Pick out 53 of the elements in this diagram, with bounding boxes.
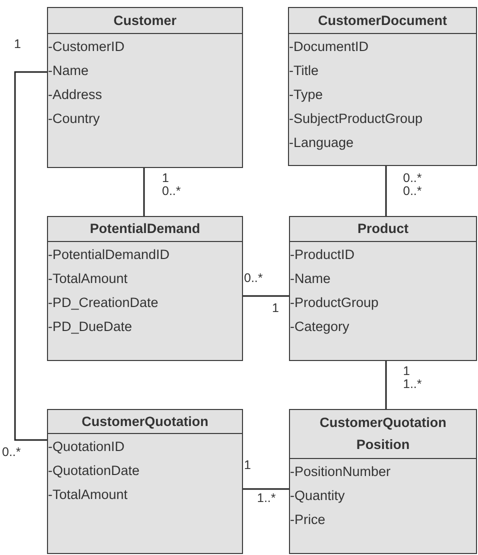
multiplicity-label: 0..* — [403, 172, 422, 185]
attribute-text: -QuotationID — [48, 438, 125, 456]
association-line — [143, 168, 145, 216]
class-name: PotentialDemand — [90, 220, 200, 238]
attribute-text: -PositionNumber — [290, 463, 391, 481]
attribute-text: -Category — [290, 318, 350, 336]
class-name: Customer — [113, 12, 176, 30]
class-name: CustomerQuotation — [82, 412, 208, 431]
attribute-text: -Type — [289, 86, 323, 104]
attribute-text: -Name — [290, 270, 331, 288]
attribute-text: -DocumentID — [289, 38, 369, 56]
attribute-text: -ProductGroup — [290, 294, 379, 312]
class-name: CustomerQuotation Position — [318, 414, 448, 454]
attribute-text: -Quantity — [290, 487, 345, 505]
association-line — [243, 295, 289, 297]
attribute-text: -Price — [290, 511, 326, 529]
attribute-text: -Address — [48, 86, 102, 104]
attribute-text: -Country — [48, 110, 100, 128]
class-name: CustomerDocument — [318, 12, 447, 30]
multiplicity-label: 1 — [403, 365, 410, 378]
attribute-text: -PotentialDemandID — [48, 246, 170, 264]
multiplicity-label: 0..* — [162, 185, 181, 198]
attribute-text: -TotalAmount — [48, 486, 128, 504]
attribute-text: -TotalAmount — [48, 270, 128, 288]
attribute-text: -PD_CreationDate — [48, 294, 158, 312]
multiplicity-label: 0..* — [244, 272, 263, 285]
multiplicity-label: 1 — [272, 302, 279, 315]
attribute-text: -Name — [48, 62, 89, 80]
multiplicity-label: 1 — [14, 38, 21, 51]
multiplicity-label: 1 — [162, 172, 169, 185]
attribute-text: -SubjectProductGroup — [289, 110, 423, 128]
attribute-text: -QuotationDate — [48, 462, 140, 480]
class-box — [47, 409, 243, 554]
multiplicity-label: 0..* — [403, 185, 422, 198]
class-box — [289, 409, 477, 554]
attribute-text: -Language — [289, 134, 354, 152]
attribute-text: -CustomerID — [48, 38, 125, 56]
class-box — [289, 216, 477, 361]
association-line — [385, 361, 387, 409]
multiplicity-label: 1..* — [257, 492, 276, 505]
attribute-text: -PD_DueDate — [48, 318, 132, 336]
multiplicity-label: 1..* — [403, 378, 422, 391]
class-name: Product — [357, 220, 408, 238]
multiplicity-label: 1 — [244, 459, 251, 472]
association-line — [385, 166, 387, 216]
class-box — [288, 7, 477, 166]
attribute-text: -ProductID — [290, 246, 355, 264]
attribute-text: -Title — [289, 62, 318, 80]
association-line — [14, 71, 47, 441]
class-box — [47, 7, 243, 168]
class-box — [47, 216, 243, 361]
multiplicity-label: 0..* — [2, 446, 21, 459]
association-line — [243, 488, 289, 490]
